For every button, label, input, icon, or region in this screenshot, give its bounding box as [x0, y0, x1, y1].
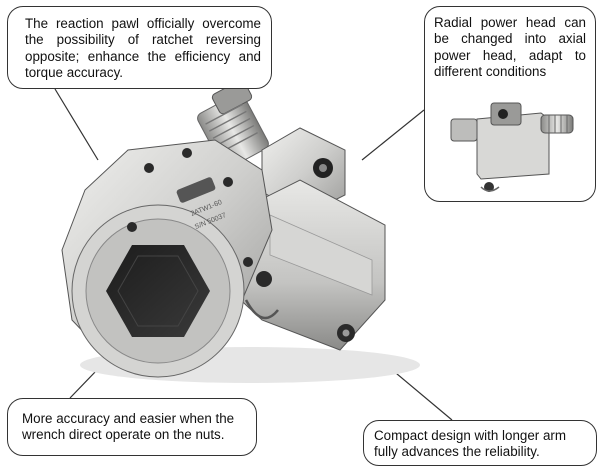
- leader-line-accuracy: [69, 369, 98, 399]
- leader-line-power-head: [361, 109, 425, 161]
- leader-line-pawl: [54, 88, 99, 161]
- callout-accuracy: More accuracy and easier when the wrench…: [7, 398, 257, 456]
- callout-power-head-text: Radial power head can be changed into ax…: [434, 15, 586, 80]
- release-lever-pin: [256, 271, 272, 287]
- callout-compact-design: Compact design with longer arm fully adv…: [363, 420, 597, 466]
- callout-reaction-pawl: The reaction pawl officially overcome th…: [7, 6, 272, 89]
- axial-head-photo: [450, 102, 574, 192]
- callout-power-head: Radial power head can be changed into ax…: [424, 6, 596, 202]
- hex-socket: [106, 245, 210, 337]
- nameplate-badge: [176, 177, 216, 203]
